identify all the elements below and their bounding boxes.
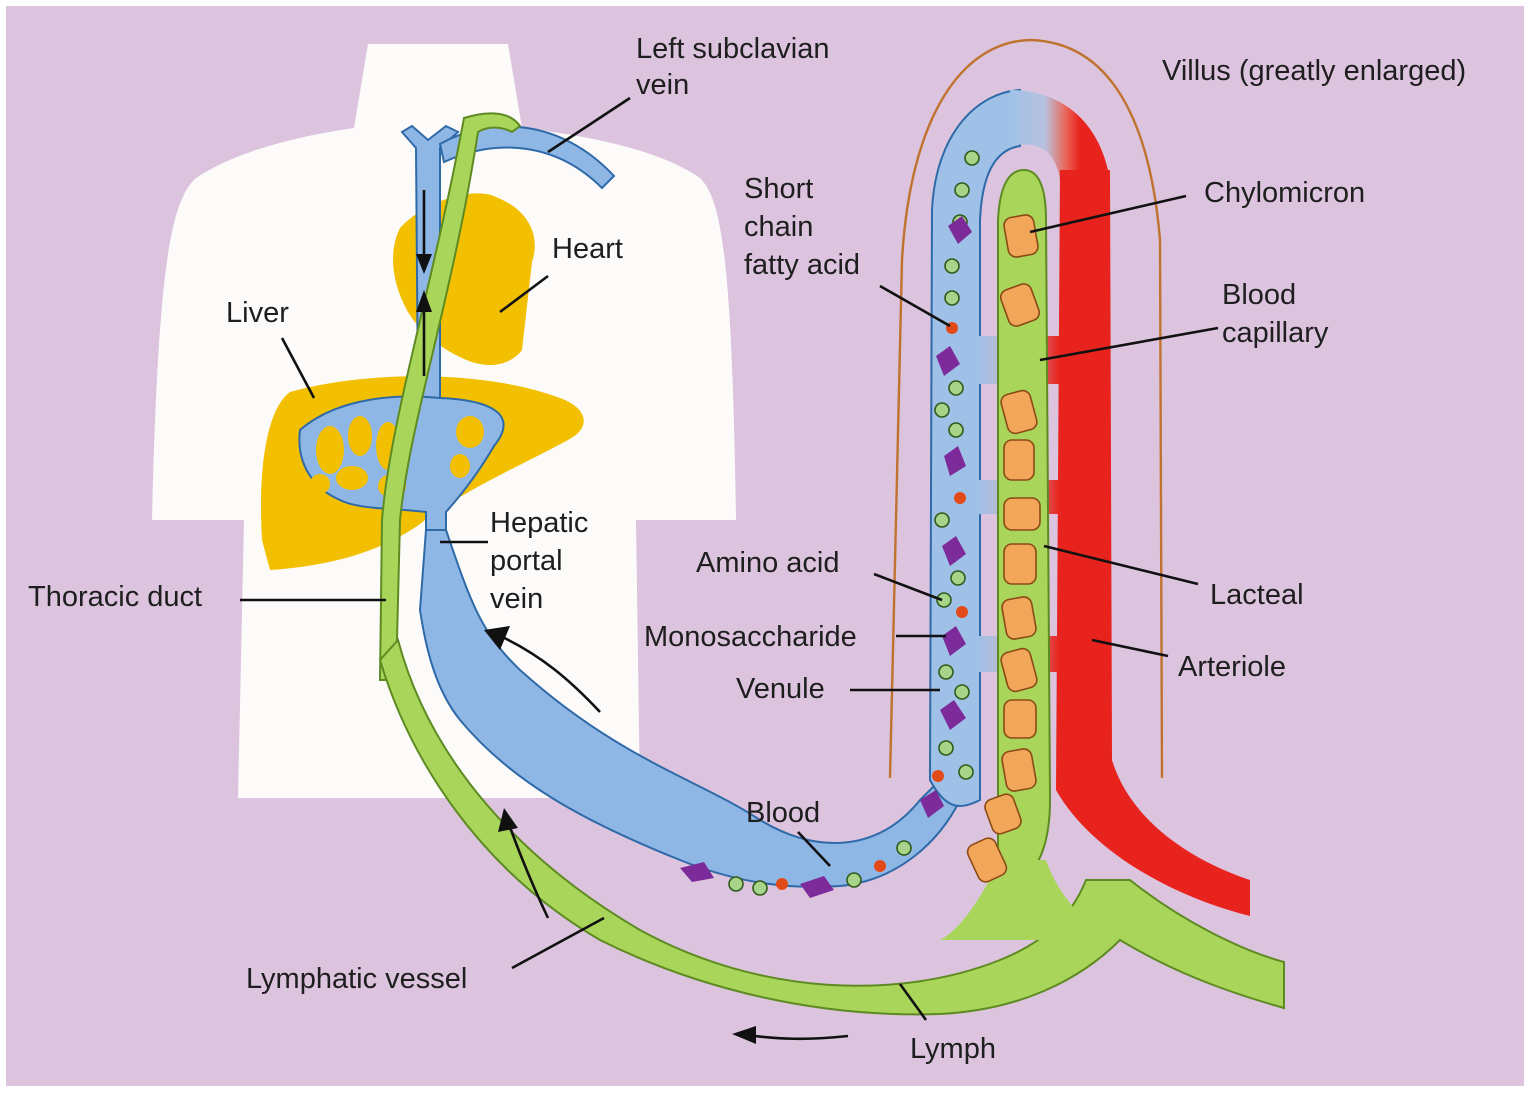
label-arteriole: Arteriole <box>1178 651 1286 683</box>
label-lymphatic-vessel: Lymphatic vessel <box>246 963 467 995</box>
label-heart: Heart <box>552 233 623 265</box>
label-villus: Villus (greatly enlarged) <box>1162 55 1466 87</box>
label-thoracic-duct: Thoracic duct <box>28 581 202 613</box>
label-lacteal: Lacteal <box>1210 579 1304 611</box>
label-chylomicron: Chylomicron <box>1204 177 1365 209</box>
label-venule: Venule <box>736 673 825 705</box>
label-lymph: Lymph <box>910 1033 996 1065</box>
label-liver: Liver <box>226 297 289 329</box>
label-monosaccharide: Monosaccharide <box>644 621 857 653</box>
label-amino-acid: Amino acid <box>696 547 839 579</box>
label-blood: Blood <box>746 797 820 829</box>
